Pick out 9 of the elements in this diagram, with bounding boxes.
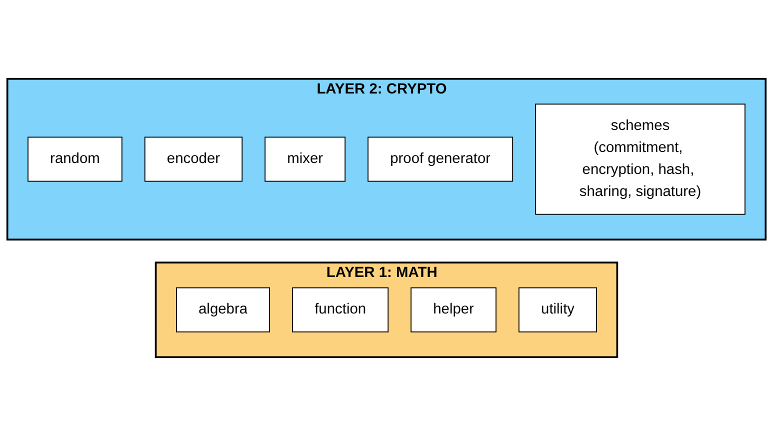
node-box: random	[28, 136, 122, 182]
node-box: mixer	[264, 136, 346, 182]
node-box: algebra	[176, 287, 270, 332]
node-box: schemes (commitment, encryption, hash, sharing, signature)	[535, 104, 746, 215]
node-box: proof generator	[368, 136, 514, 182]
node-box: encoder	[144, 136, 243, 182]
node-box: utility	[518, 287, 597, 332]
node-box: helper	[410, 287, 496, 332]
node-box: function	[292, 287, 389, 332]
